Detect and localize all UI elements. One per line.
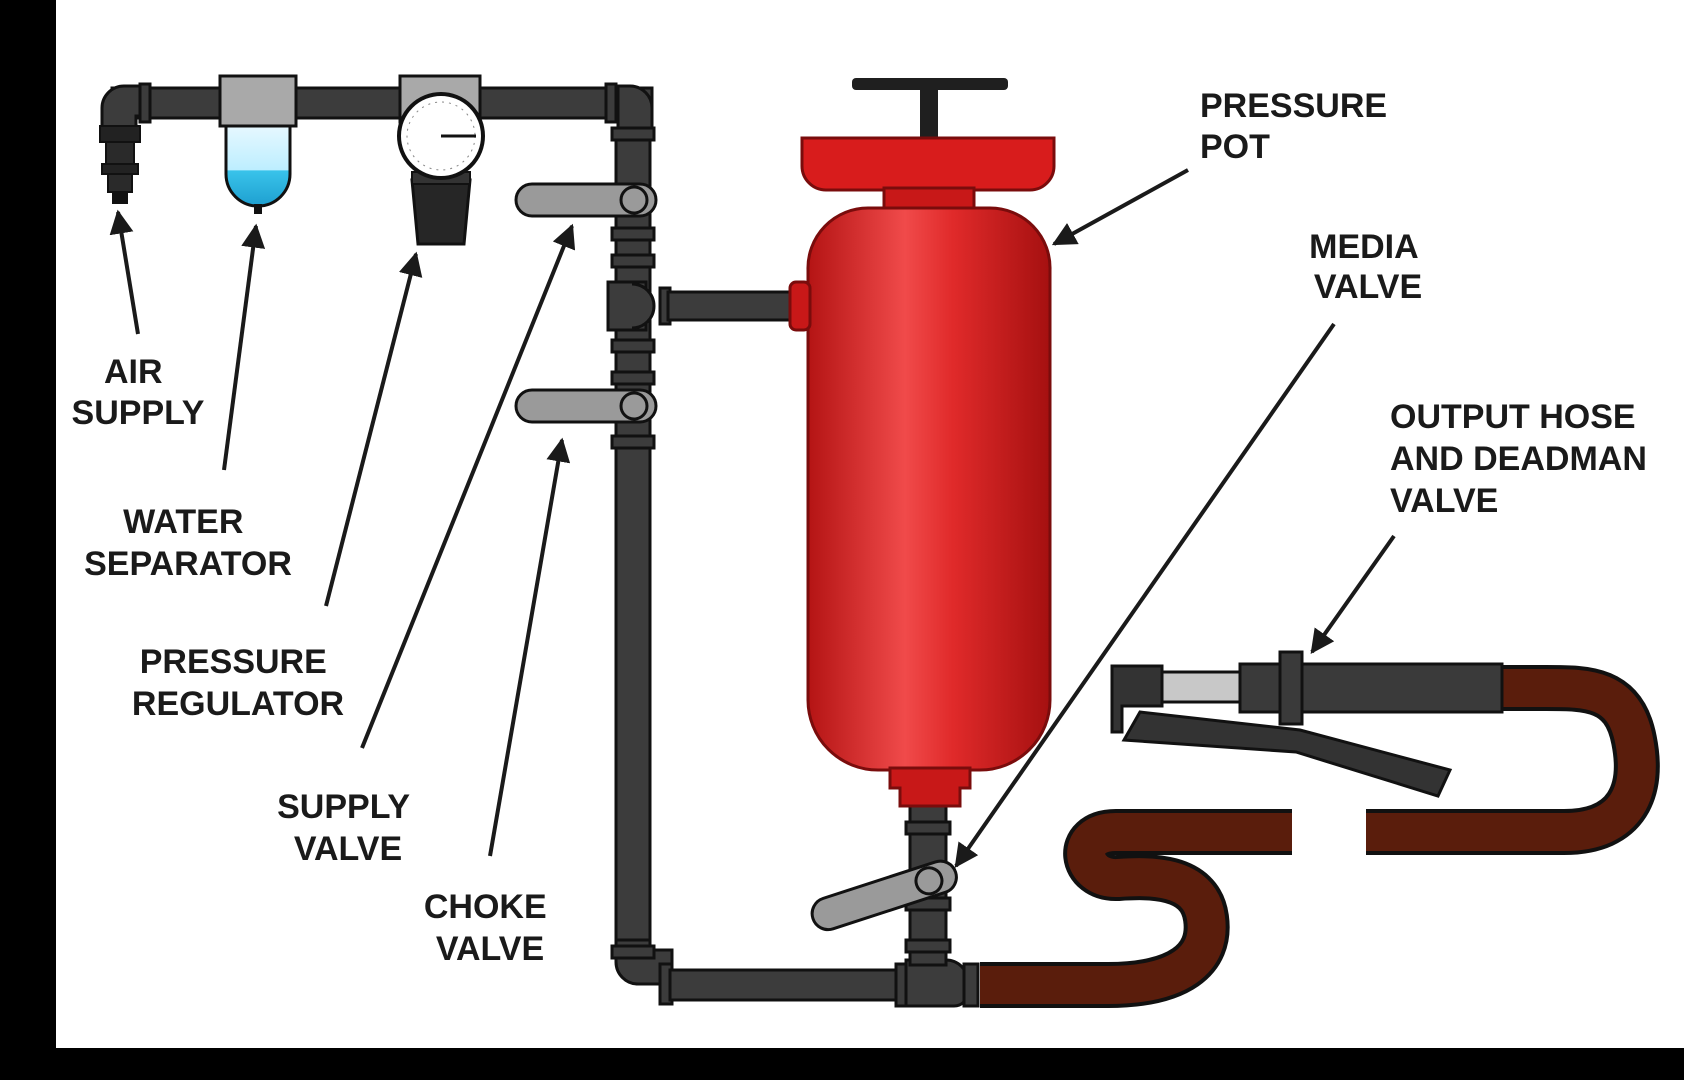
air-supply-line: [100, 82, 654, 140]
label-media-valve: MEDIA VALVE: [1309, 228, 1427, 306]
label-air-supply: AIR SUPPLY: [72, 353, 205, 432]
label-output-hose: OUTPUT HOSE AND DEADMAN VALVE: [1390, 398, 1656, 520]
supply-valve-handle-icon: [514, 182, 658, 218]
output-hose-icon: [980, 665, 1660, 1008]
pressure-pot-icon: [788, 78, 1056, 808]
pressure-regulator-icon: [397, 74, 485, 246]
media-valve-handle-icon: [810, 859, 958, 932]
arrow-water-separator: [222, 223, 266, 471]
arrow-output-hose: [1310, 534, 1396, 654]
arrow-media-valve: [954, 322, 1336, 868]
arrow-choke-valve: [488, 437, 571, 857]
arrow-supply-valve: [360, 223, 576, 749]
arrow-pressure-regulator: [324, 251, 423, 607]
label-supply-valve: SUPPLY VALVE: [277, 788, 419, 868]
label-choke-valve: CHOKE VALVE: [424, 888, 556, 968]
label-pressure-pot: PRESSURE POT: [1200, 87, 1397, 166]
air-coupling-icon: [99, 125, 141, 204]
bottom-pipe: [610, 938, 980, 1008]
vertical-air-pipe: [606, 126, 794, 962]
label-pressure-regulator: PRESSURE REGULATOR: [132, 643, 344, 723]
arrow-air-supply: [109, 209, 140, 335]
arrow-pressure-pot: [1051, 168, 1189, 246]
choke-valve-handle-icon: [514, 388, 658, 424]
water-separator-icon: [218, 74, 298, 214]
label-water-separator: WATER SEPARATOR: [84, 503, 292, 583]
deadman-valve-icon: [1110, 650, 1504, 798]
